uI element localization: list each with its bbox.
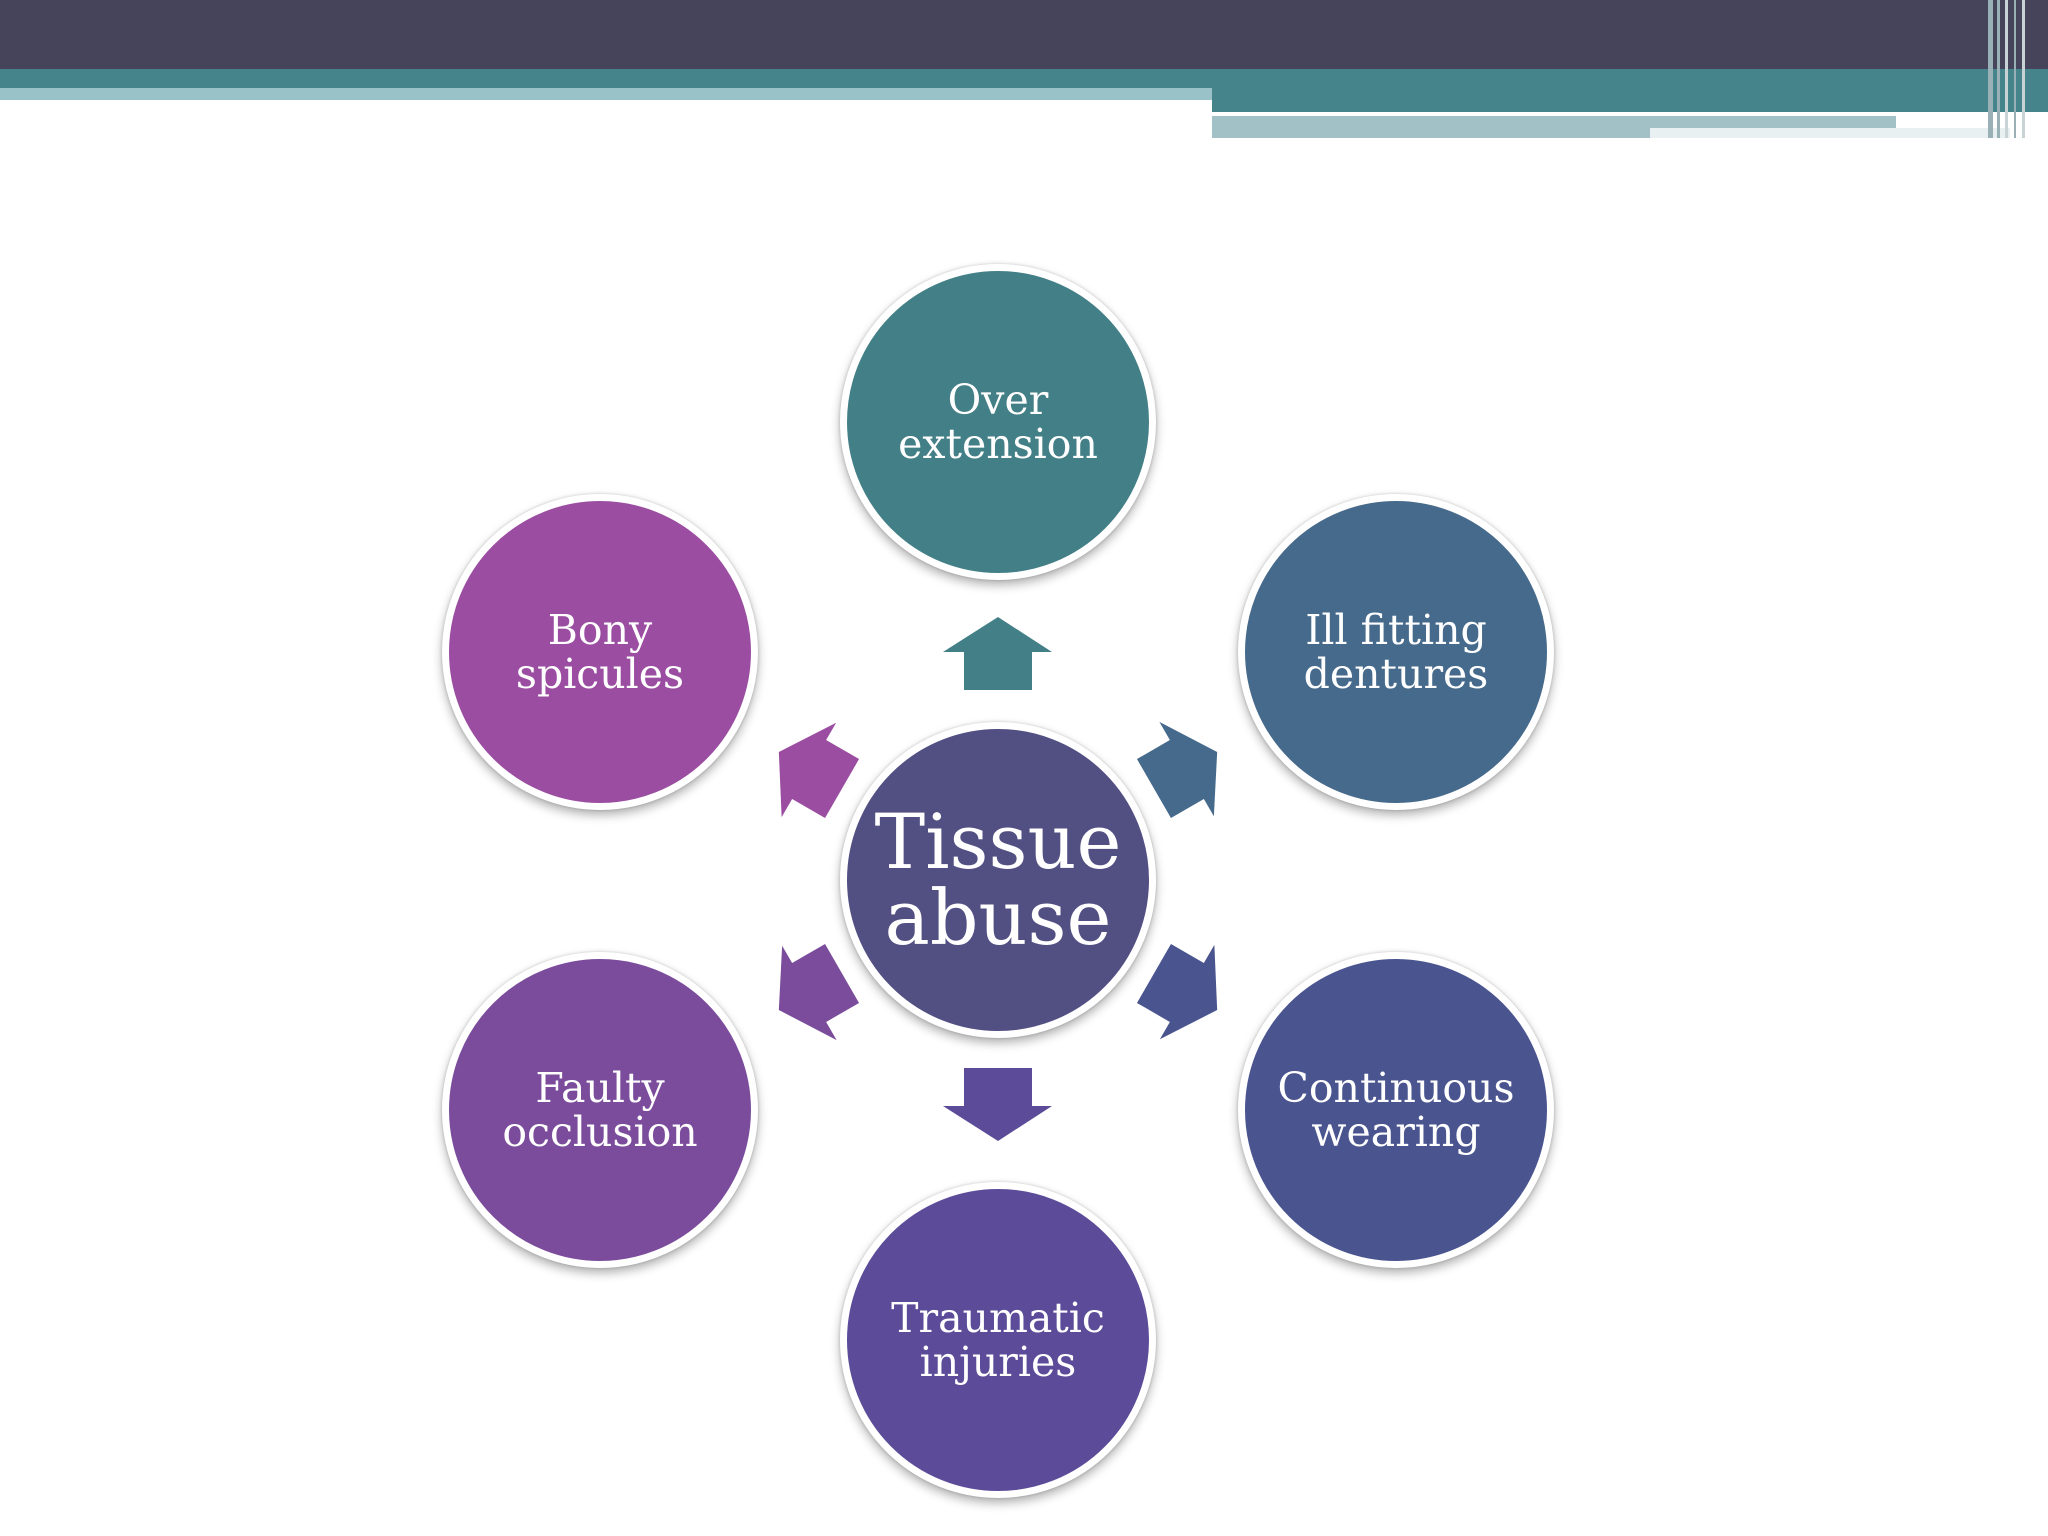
header-stripe	[1988, 0, 1993, 138]
node-ill-fitting-dentures: Ill fitting dentures	[1238, 494, 1554, 810]
header-stripe	[2005, 0, 2008, 138]
header-stripe	[2022, 0, 2025, 138]
node-over-extension: Over extension	[840, 264, 1156, 580]
header-stripe	[2014, 0, 2016, 138]
header-stripe	[1997, 0, 2000, 138]
header-light-band	[0, 88, 1212, 100]
node-label: Continuous wearing	[1277, 1064, 1515, 1156]
node-bony-spicules: Bony spicules	[442, 494, 758, 810]
node-label: Faulty occlusion	[502, 1064, 698, 1156]
center-node-label: Tissue abuse	[874, 797, 1122, 962]
arrow-to-bony-spicules	[778, 722, 860, 818]
header-white-rule	[1212, 112, 1896, 116]
arrow-to-ill-fitting-dentures	[1136, 721, 1218, 818]
header-dark-bar	[0, 0, 2048, 69]
node-label: Over extension	[898, 376, 1098, 468]
header-fade-block	[1650, 128, 2010, 138]
node-label: Bony spicules	[515, 606, 685, 698]
arrow-to-continuous-wearing	[1136, 944, 1218, 1040]
arrow-to-traumatic-injuries	[943, 1068, 1052, 1141]
center-node-tissue-abuse: Tissue abuse	[840, 722, 1156, 1038]
node-label: Ill fitting dentures	[1303, 606, 1489, 698]
node-traumatic-injuries: Traumatic injuries	[840, 1182, 1156, 1498]
arrow-to-over-extension	[943, 617, 1052, 690]
header-teal-band	[0, 69, 2048, 88]
node-faulty-occlusion: Faulty occlusion	[442, 952, 758, 1268]
node-label: Traumatic injuries	[891, 1294, 1105, 1386]
node-continuous-wearing: Continuous wearing	[1238, 952, 1554, 1268]
arrow-to-faulty-occlusion	[778, 944, 860, 1041]
header-teal-band-right	[1212, 88, 2048, 112]
